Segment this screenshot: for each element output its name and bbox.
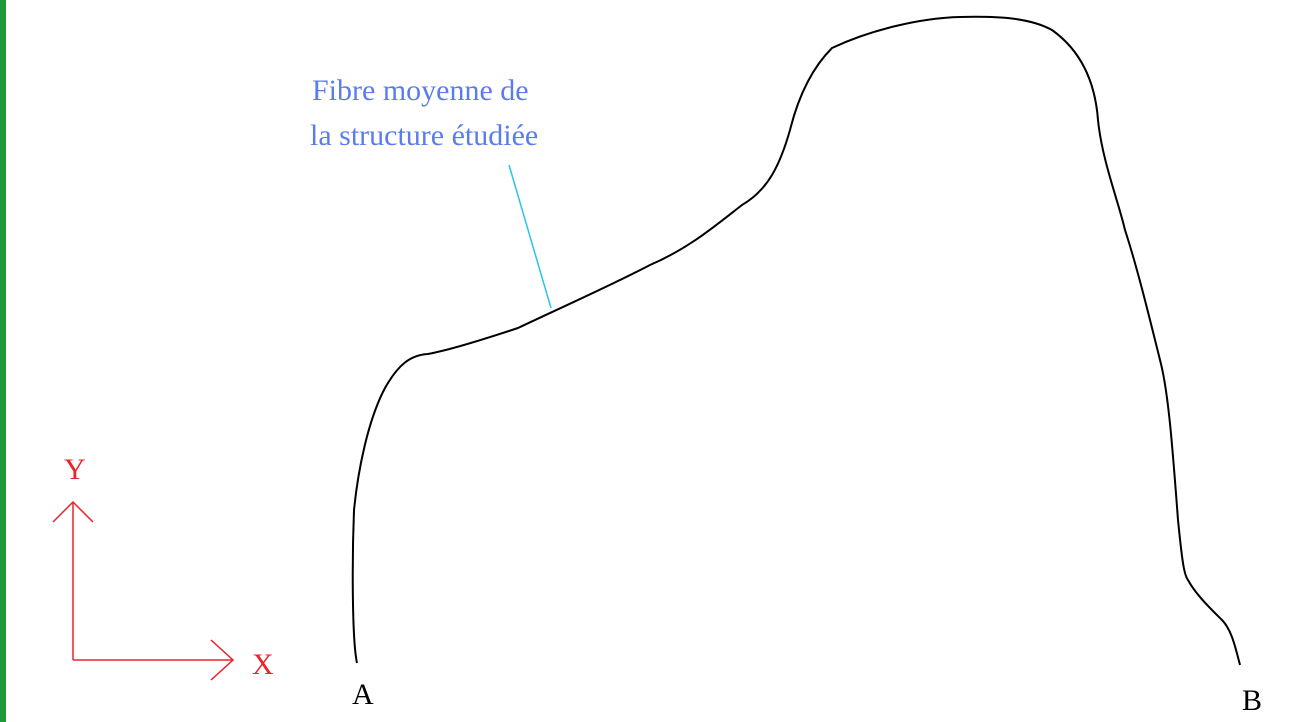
point-b-label: B: [1242, 684, 1262, 717]
x-axis-label: X: [252, 648, 274, 681]
axes-system: Y X: [52, 453, 274, 681]
point-a-label: A: [352, 678, 374, 711]
y-axis-label: Y: [64, 453, 86, 486]
left-border: [0, 0, 6, 722]
y-axis-arrowhead: [52, 500, 94, 523]
x-axis-arrowhead: [210, 639, 235, 681]
annotation-line-1: Fibre moyenne de: [312, 74, 529, 107]
mean-fibre-curve: [351, 15, 1241, 666]
annotation-leader-line: [508, 164, 552, 309]
annotation-line-2: la structure étudiée: [310, 119, 538, 152]
